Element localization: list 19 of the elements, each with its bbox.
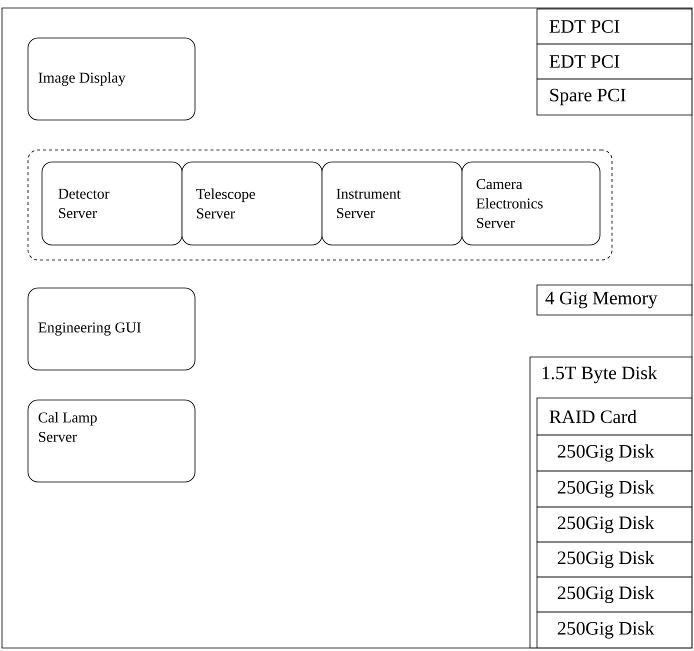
component-box: Camera Electronics Server — [462, 162, 600, 246]
table-cell: EDT PCI — [536, 44, 692, 80]
group-box — [28, 150, 612, 260]
component-box: Cal Lamp Server — [28, 400, 196, 482]
table-cell: 250Gig Disk — [536, 542, 692, 578]
table-cell: 4 Gig Memory — [536, 284, 692, 316]
table-cell: 250Gig Disk — [536, 506, 692, 542]
table-cell: Spare PCI — [536, 78, 692, 116]
component-box: Telescope Server — [182, 162, 322, 246]
table-cell: RAID Card — [536, 398, 692, 436]
component-box: Engineering GUI — [28, 288, 196, 370]
table-cell: 250Gig Disk — [536, 576, 692, 612]
table-cell: 250Gig Disk — [536, 470, 692, 508]
component-box: Detector Server — [42, 162, 182, 246]
table-cell: EDT PCI — [536, 8, 692, 44]
table-cell: 250Gig Disk — [536, 612, 692, 648]
component-box: Image Display — [28, 38, 196, 120]
table-cell: 250Gig Disk — [536, 434, 692, 472]
component-box: Instrument Server — [322, 162, 462, 246]
